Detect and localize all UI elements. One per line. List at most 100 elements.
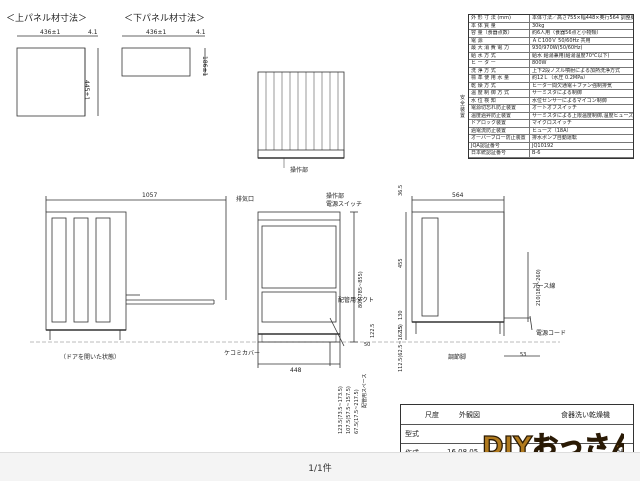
- spec-row: 乾 燥 方 式ヒーター間欠通電＋ファン強制排気: [469, 82, 633, 90]
- side-view-body: [45, 211, 127, 331]
- spec-row: 標 準 使 用 水 量約12Ｌ（水圧 0.2MPa）: [469, 75, 633, 83]
- spec-key: 最 大 消 費 電 力: [469, 45, 530, 52]
- title-drawing-type: 外観図: [459, 411, 480, 419]
- spec-row: 温 度 制 御 方 式サーミスタによる制御: [469, 90, 633, 98]
- spec-value: マイクロスイッチ: [532, 120, 572, 126]
- lower-panel-rect: [121, 47, 191, 77]
- spec-key: 温度過昇防止装置: [469, 112, 530, 119]
- label-earth-wire: アース線: [532, 283, 556, 290]
- dim-front-122: 122.5: [370, 323, 376, 338]
- spec-key: 電源切忘れ防止装置: [469, 105, 530, 112]
- spec-value: オートオフスイッチ: [532, 105, 578, 111]
- lower-panel-width: 436±1: [146, 29, 167, 36]
- dim-front-height: 800(785~855): [358, 271, 364, 308]
- spec-value: 約12Ｌ（水圧 0.2MPa）: [532, 75, 589, 81]
- title-scale-label: 尺度: [425, 411, 439, 419]
- dim-right-range: 210(180~260): [536, 269, 542, 306]
- spec-table: 外 形 寸 法 (mm)本体寸法／高さ755×幅448×奥行564 調整脚高さ/…: [460, 14, 634, 159]
- spec-row: 給 水 方 式給水 給湯兼用(給湯温度70℃以下): [469, 52, 633, 60]
- label-power-cord: 電源コード: [536, 330, 567, 337]
- spec-value: 800W: [532, 60, 547, 66]
- spec-key: ヒ ー タ ー: [469, 60, 530, 67]
- spec-key: 乾 燥 方 式: [469, 82, 530, 89]
- spec-value: 給水 給湯兼用(給湯温度70℃以下): [532, 52, 610, 59]
- spec-key: 標 準 使 用 水 量: [469, 75, 530, 82]
- title-product-name: 食器洗い乾燥機: [561, 411, 610, 419]
- dim-right-53: 53: [520, 352, 527, 358]
- spec-key: 給 水 方 式: [469, 52, 530, 59]
- spec-value: 上下2段ノズル噴射による加熱洗浄方式: [532, 67, 621, 74]
- dim-side-width: 1057: [142, 192, 158, 199]
- spec-value: 930/970W(50/60Hz): [532, 45, 583, 51]
- top-front-view: [257, 71, 345, 159]
- drawing-sheet: ＜上パネル材寸法＞ ＜下パネル材寸法＞ 436±1 4.1 445±1 436±…: [6, 14, 637, 470]
- spec-value: ヒューズ（18A）: [532, 127, 572, 134]
- spec-row: 容 量（食器点数）約6人用（食器56点と小物類）: [469, 30, 633, 38]
- spec-row: 水 位 検 知水位センサーによるマイコン制御: [469, 97, 633, 105]
- title-model-label: 型式: [405, 430, 419, 438]
- spec-value: 排水ポンプ自動運転: [532, 135, 577, 141]
- title-row-2: 型式: [401, 424, 633, 444]
- label-exhaust: 排気口: [236, 196, 255, 203]
- spec-value: B-6: [532, 150, 541, 156]
- dim-right-width: 564: [452, 192, 464, 199]
- lower-panel-height: 186±1: [201, 56, 208, 77]
- spec-row: 電源切忘れ防止装置オートオフスイッチ: [469, 105, 633, 113]
- spec-value: 水位センサーによるマイコン制御: [532, 97, 607, 104]
- front-view-body: [257, 211, 341, 343]
- label-hose: 配管用ダクト: [338, 297, 375, 304]
- dim-front-width: 448: [290, 367, 302, 374]
- spec-row: 温度過昇防止装置サーミスタによる上限温度制御,温度ヒューズ: [469, 112, 633, 120]
- label-operation-top: 操作部: [290, 167, 309, 174]
- spec-key: 洗 浄 方 式: [469, 67, 530, 74]
- spec-key: 容 量（食器点数）: [469, 30, 530, 37]
- spec-value: 本体寸法／高さ755×幅448×奥行564 調整脚高さ/～+100: [532, 15, 633, 21]
- spec-row: 洗 浄 方 式上下2段ノズル噴射による加熱洗浄方式: [469, 67, 633, 75]
- title-row-1: 尺度 外観図 食器洗い乾燥機: [401, 405, 633, 425]
- spec-key: 本 体 質 量: [469, 22, 530, 29]
- spec-value: 約6人用（食器56点と小物類）: [532, 30, 602, 36]
- label-power-switch: 電源スイッチ: [326, 201, 363, 208]
- spec-key: 過電流防止装置: [469, 127, 530, 134]
- spec-value: JQ10192: [532, 142, 554, 149]
- spec-key: 電 源: [469, 37, 530, 44]
- spec-value: ＡＣ100Ｖ 50/60Hz 共用: [532, 37, 591, 44]
- spec-key: 水 位 検 知: [469, 97, 530, 104]
- technical-drawing: [16, 35, 560, 368]
- dim-right-top: 36.5: [398, 184, 404, 196]
- spec-value: ヒーター間欠通電＋ファン強制排気: [532, 82, 613, 89]
- label-operation: 操作部: [326, 193, 345, 200]
- page-indicator: 1/1件: [308, 464, 332, 474]
- spec-key: 温 度 制 御 方 式: [469, 90, 530, 97]
- spec-key: ドアロック装置: [469, 120, 530, 127]
- label-door-open: （ドアを開いた状態）: [60, 354, 121, 361]
- label-adjust-leg: 調節脚: [448, 354, 467, 361]
- lower-panel-title: ＜下パネル材寸法＞: [124, 14, 206, 24]
- spec-side-label: 安全装置: [460, 95, 466, 119]
- upper-panel-rect: [16, 47, 86, 117]
- spec-row: オーバーフロー防止装置排水ポンプ自動運転: [469, 135, 633, 143]
- lower-panel-edge: 4.1: [196, 29, 206, 36]
- right-view-body: [411, 211, 505, 323]
- front-lower-door: [261, 291, 337, 323]
- dim-front-50: 50: [364, 342, 371, 348]
- spec-key: JQA認証番号: [469, 142, 530, 149]
- spec-key: オーバーフロー防止装置: [469, 135, 530, 142]
- upper-panel-width: 436±1: [40, 29, 61, 36]
- viewer-footer: 1/1件: [0, 452, 640, 481]
- upper-panel-height: 445±1: [83, 80, 90, 101]
- dim-bottom-4: 配管用スペース: [362, 373, 368, 408]
- dim-bottom-3: 67.5(17.5~217.5): [354, 389, 360, 434]
- spec-row: ドアロック装置マイクロスイッチ: [469, 120, 633, 128]
- dim-right-height: 455: [398, 258, 404, 268]
- upper-panel-edge: 4.1: [88, 29, 98, 36]
- spec-key: 日本統認証番号: [469, 150, 530, 157]
- spec-value: 30kg: [532, 22, 545, 29]
- spec-row: 外 形 寸 法 (mm)本体寸法／高さ755×幅448×奥行564 調整脚高さ/…: [469, 15, 633, 23]
